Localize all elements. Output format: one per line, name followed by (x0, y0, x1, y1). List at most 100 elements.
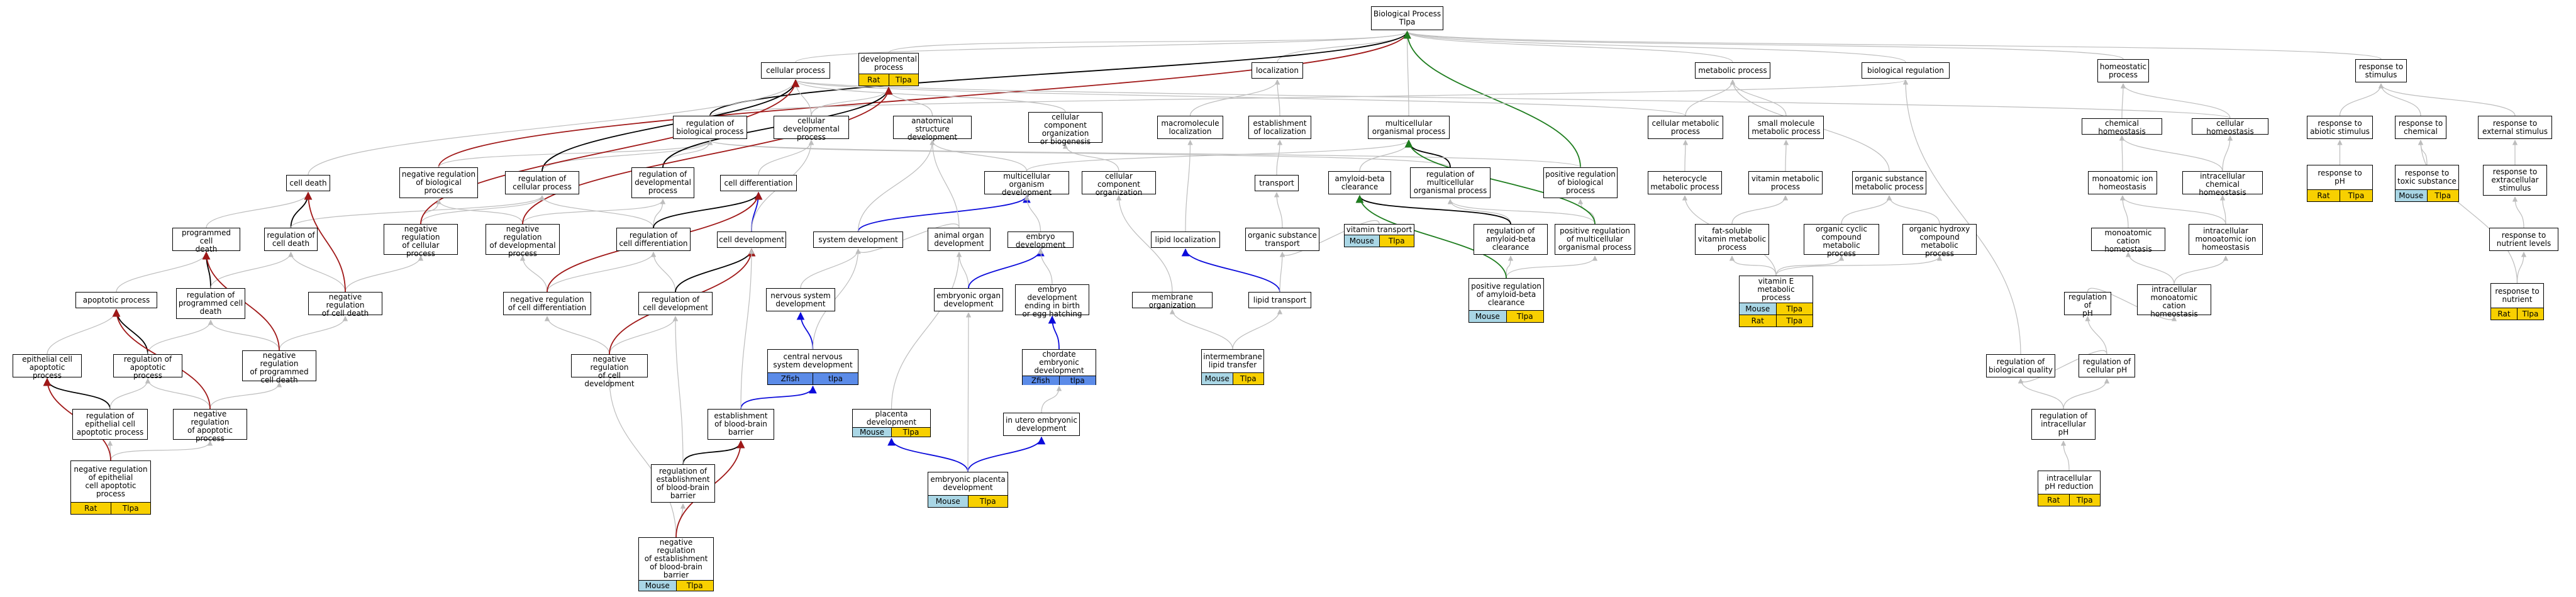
go-term-rrespnut[interactable]: response to nutrient levels (2489, 228, 2558, 251)
go-term-chemhom[interactable]: chemical homeostasis (2082, 118, 2162, 136)
go-term-rdp[interactable]: regulation of developmental process (631, 167, 694, 198)
go-term-ccob[interactable]: cellular component organization or bioge… (1028, 112, 1102, 146)
go-term-macloc[interactable]: macromolecule localization (1157, 116, 1223, 139)
go-term-transport[interactable]: transport (1255, 175, 1299, 191)
go-term-hcmp[interactable]: heterocycle metabolic process (1648, 171, 1722, 194)
go-term-iued[interactable]: in utero embryonic development (1003, 413, 1080, 436)
go-term-cco[interactable]: cellular component organization (1082, 171, 1156, 197)
go-term-sysdev[interactable]: system development (813, 232, 903, 248)
go-term-monohom[interactable]: monoatomic ion homeostasis (2088, 171, 2157, 194)
go-term-rebbb[interactable]: regulation of establishment of blood-bra… (651, 464, 715, 503)
go-term-edeb[interactable]: embryo development ending in birth or eg… (1015, 284, 1089, 318)
go-term-nrcd[interactable]: negative regulation of cell death (308, 292, 382, 318)
go-term-celldeath[interactable]: cell death (286, 175, 330, 191)
go-term-bp[interactable]: Biological Process Tlpa (1371, 6, 1443, 30)
go-term-rstim[interactable]: response to stimulus (2355, 59, 2407, 82)
go-term-cdp[interactable]: cellular developmental process (774, 116, 849, 142)
go-term-aod[interactable]: animal organ development (928, 228, 991, 251)
go-term-icmih[interactable]: intracellular monoatomic ion homeostasis (2189, 224, 2263, 255)
go-term-celldiff[interactable]: cell differentiation (720, 175, 797, 191)
go-term-asd[interactable]: anatomical structure development (893, 116, 972, 142)
go-term-nrcdiff[interactable]: negative regulation of cell differentiat… (503, 292, 591, 315)
go-term-apop[interactable]: apoptotic process (75, 292, 157, 308)
go-term-rchem[interactable]: response to chemical (2395, 116, 2446, 139)
go-term-abclear[interactable]: amyloid-beta clearance (1328, 171, 1391, 194)
go-term-lipidloc[interactable]: lipid localization (1151, 232, 1220, 248)
go-term-rabio[interactable]: response to abiotic stimulus (2307, 116, 2373, 139)
go-term-mod[interactable]: multicellular organism development (984, 171, 1069, 197)
go-term-cellhom[interactable]: cellular homeostasis (2192, 118, 2268, 136)
go-term-estloc[interactable]: establishment of localization (1248, 116, 1311, 139)
go-term-prabc[interactable]: positive regulation of amyloid-beta clea… (1468, 278, 1544, 323)
go-term-embdev[interactable]: embryo development (1008, 232, 1074, 249)
go-term-nrdp[interactable]: negative regulation of developmental pro… (486, 224, 560, 258)
go-term-ebbb[interactable]: establishment of blood-brain barrier (708, 409, 774, 440)
go-term-nrebbb[interactable]: negative regulation of establishment of … (638, 537, 714, 591)
go-term-memorg[interactable]: membrane organization (1132, 292, 1213, 310)
go-term-nrbp[interactable]: negative regulation of biological proces… (399, 167, 478, 198)
go-term-rextra[interactable]: response to extracellular stimulus (2483, 165, 2547, 196)
go-term-cp[interactable]: cellular process (761, 62, 830, 79)
go-term-nrecap[interactable]: negative regulation of epithelial cell a… (70, 460, 151, 515)
go-term-vitmp[interactable]: vitamin metabolic process (1748, 171, 1823, 194)
go-term-nsd[interactable]: nervous system development (766, 288, 835, 311)
go-term-lipidtrans[interactable]: lipid transport (1248, 292, 1311, 308)
go-term-recap[interactable]: regulation of epithelial cell apoptotic … (72, 409, 148, 440)
go-term-osmp[interactable]: organic substance metabolic process (1852, 171, 1926, 194)
go-term-pcd[interactable]: programmed cell death (172, 228, 240, 254)
go-term-mchom[interactable]: monoatomic cation homeostasis (2091, 228, 2165, 254)
go-term-celldev[interactable]: cell development (717, 232, 786, 248)
go-term-ost[interactable]: organic substance transport (1245, 228, 1319, 251)
go-term-rcdev[interactable]: regulation of cell development (638, 292, 713, 315)
go-term-metp[interactable]: metabolic process (1695, 62, 1770, 79)
go-term-prmop[interactable]: positive regulation of multicellular org… (1555, 224, 1635, 255)
go-term-rphreg[interactable]: regulation of pH (2064, 292, 2111, 318)
go-term-eod[interactable]: embryonic organ development (934, 288, 1003, 311)
go-term-rcd[interactable]: regulation of cell death (264, 228, 318, 251)
go-term-occmp[interactable]: organic cyclic compound metabolic proces… (1804, 224, 1879, 258)
go-term-icchem[interactable]: intracellular chemical homeostasis (2182, 171, 2263, 197)
go-term-label: regulation of amyloid-beta clearance (1485, 226, 1536, 252)
go-term-ricph[interactable]: regulation of intracellular pH (2031, 409, 2096, 440)
go-term-fsvmp[interactable]: fat-soluble vitamin metabolic process (1695, 224, 1769, 255)
go-term-nrpcd[interactable]: negative regulation of programmed cell d… (242, 350, 316, 384)
go-term-nrcp[interactable]: negative regulation of cellular process (384, 224, 458, 258)
go-term-nrap[interactable]: negative regulation of apoptotic process (173, 409, 247, 443)
go-term-rcph[interactable]: regulation of cellular pH (2079, 354, 2135, 377)
species-tag-mouse: Mouse (639, 581, 676, 591)
go-term-mop[interactable]: multicellular organismal process (1368, 116, 1450, 139)
go-term-rpcd[interactable]: regulation of programmed cell death (176, 288, 245, 319)
go-term-prbp[interactable]: positive regulation of biological proces… (1543, 167, 1618, 198)
go-term-breg[interactable]: biological regulation (1862, 62, 1950, 79)
go-term-ecap[interactable]: epithelial cell apoptotic process (13, 354, 82, 380)
go-term-rbq[interactable]: regulation of biological quality (1986, 354, 2055, 377)
go-term-nrcdev[interactable]: negative regulation of cell development (571, 354, 648, 388)
go-term-rext[interactable]: response to external stimulus (2478, 116, 2552, 139)
go-term-ohcmp[interactable]: organic hydroxy compound metabolic proce… (1902, 224, 1977, 258)
go-term-rcp[interactable]: regulation of cellular process (505, 171, 579, 194)
go-term-rbp[interactable]: regulation of biological process (673, 116, 747, 139)
go-term-smmp[interactable]: small molecule metabolic process (1748, 116, 1824, 139)
go-term-cmp[interactable]: cellular metabolic process (1648, 116, 1723, 139)
go-term-homp[interactable]: homeostatic process (2097, 59, 2149, 82)
go-term-icmch[interactable]: intracellular monoatomic cation homeosta… (2137, 284, 2211, 318)
go-term-loc[interactable]: localization (1252, 62, 1303, 79)
go-term-rap[interactable]: regulation of apoptotic process (113, 354, 182, 380)
go-term-rcdiff[interactable]: regulation of cell differentiation (616, 228, 691, 251)
go-term-rmop[interactable]: regulation of multicellular organismal p… (1410, 167, 1491, 198)
species-tag-rat: Rat (71, 503, 111, 514)
go-term-rabc[interactable]: regulation of amyloid-beta clearance (1474, 224, 1548, 255)
